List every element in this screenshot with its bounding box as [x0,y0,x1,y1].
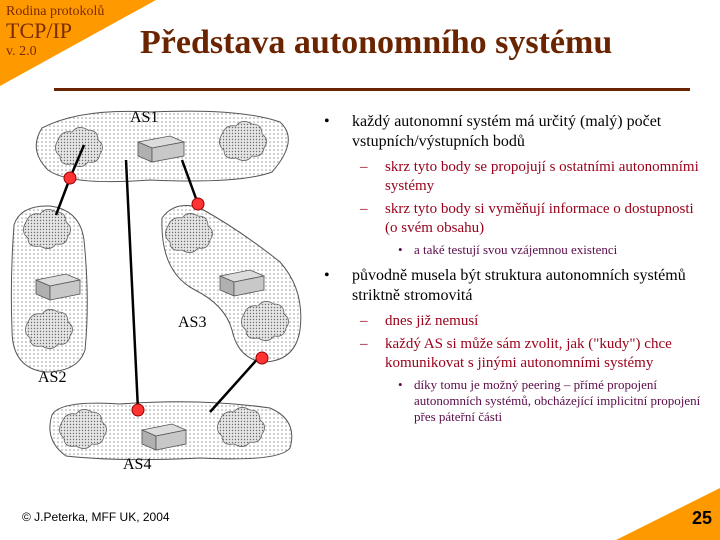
corner-decoration-top-left [0,0,156,86]
border-router [191,197,205,211]
series-name: Rodina protokolů [6,4,105,19]
cloud-icon [23,209,71,249]
copyright-footer: © J.Peterka, MFF UK, 2004 [22,510,170,524]
as-diagram: AS1 AS2 AS3 AS4 [10,109,302,473]
sub-bullet-item: –skrz tyto body si vyměňují informace o … [360,201,694,236]
bullet-item: •každý autonomní systém má určitý (malý)… [324,113,662,150]
sub-bullet-text: skrz tyto body si vyměňují informace o d… [385,201,694,236]
as1-label: AS1 [130,109,158,126]
cloud-icon [59,409,107,449]
cloud-icon [165,213,213,253]
page-number: 25 [691,508,712,528]
cloud-icon [241,301,289,341]
sub-bullet-item: –každý AS si může sám zvolit, jak ("kudy… [360,336,672,371]
bullet-text: původně musela být struktura autonomních… [352,267,686,304]
border-router [255,351,269,365]
as3-label: AS3 [178,314,206,331]
bullet-list: •každý autonomní systém má určitý (malý)… [318,112,708,429]
version-label: v. 2.0 [6,44,37,59]
sub-sub-bullet-item: •a také testují svou vzájemnou existenci [398,242,618,257]
as2-label: AS2 [38,369,66,386]
server-icon [34,273,82,301]
sub-bullet-item: –dnes již nemusí [360,313,479,329]
course-name: TCP/IP [6,18,73,43]
as4-label: AS4 [123,456,151,473]
server-icon [218,269,266,297]
sub-bullet-text: skrz tyto body se propojují s ostatními … [385,159,699,194]
border-router [63,171,77,185]
border-router [131,403,145,417]
server-icon [140,423,188,451]
link-as1-as4 [124,159,140,411]
sub-bullet-text: dnes již nemusí [385,313,479,329]
cloud-icon [55,127,103,167]
sub-bullet-item: –skrz tyto body se propojují s ostatními… [360,159,699,194]
cloud-icon [25,309,73,349]
sub-sub-bullet-text: díky tomu je možný peering – přímé propo… [414,377,701,424]
link-as3-as4 [209,353,263,413]
cloud-icon [219,121,267,161]
server-icon [136,135,186,163]
link-as2-inner [54,177,72,216]
bullet-item: •původně musela být struktura autonomníc… [324,267,686,304]
sub-bullet-text: každý AS si může sám zvolit, jak ("kudy"… [385,336,672,371]
corner-decoration-bottom-right [616,488,720,540]
sub-sub-bullet-text: a také testují svou vzájemnou existenci [414,242,618,257]
link-as1-as3 [180,159,200,205]
slide-title: Představa autonomního systému [140,24,613,61]
title-divider [54,88,690,91]
cloud-icon [217,407,265,447]
bullet-text: každý autonomní systém má určitý (malý) … [352,113,662,150]
sub-sub-bullet-item: •díky tomu je možný peering – přímé prop… [398,377,701,424]
